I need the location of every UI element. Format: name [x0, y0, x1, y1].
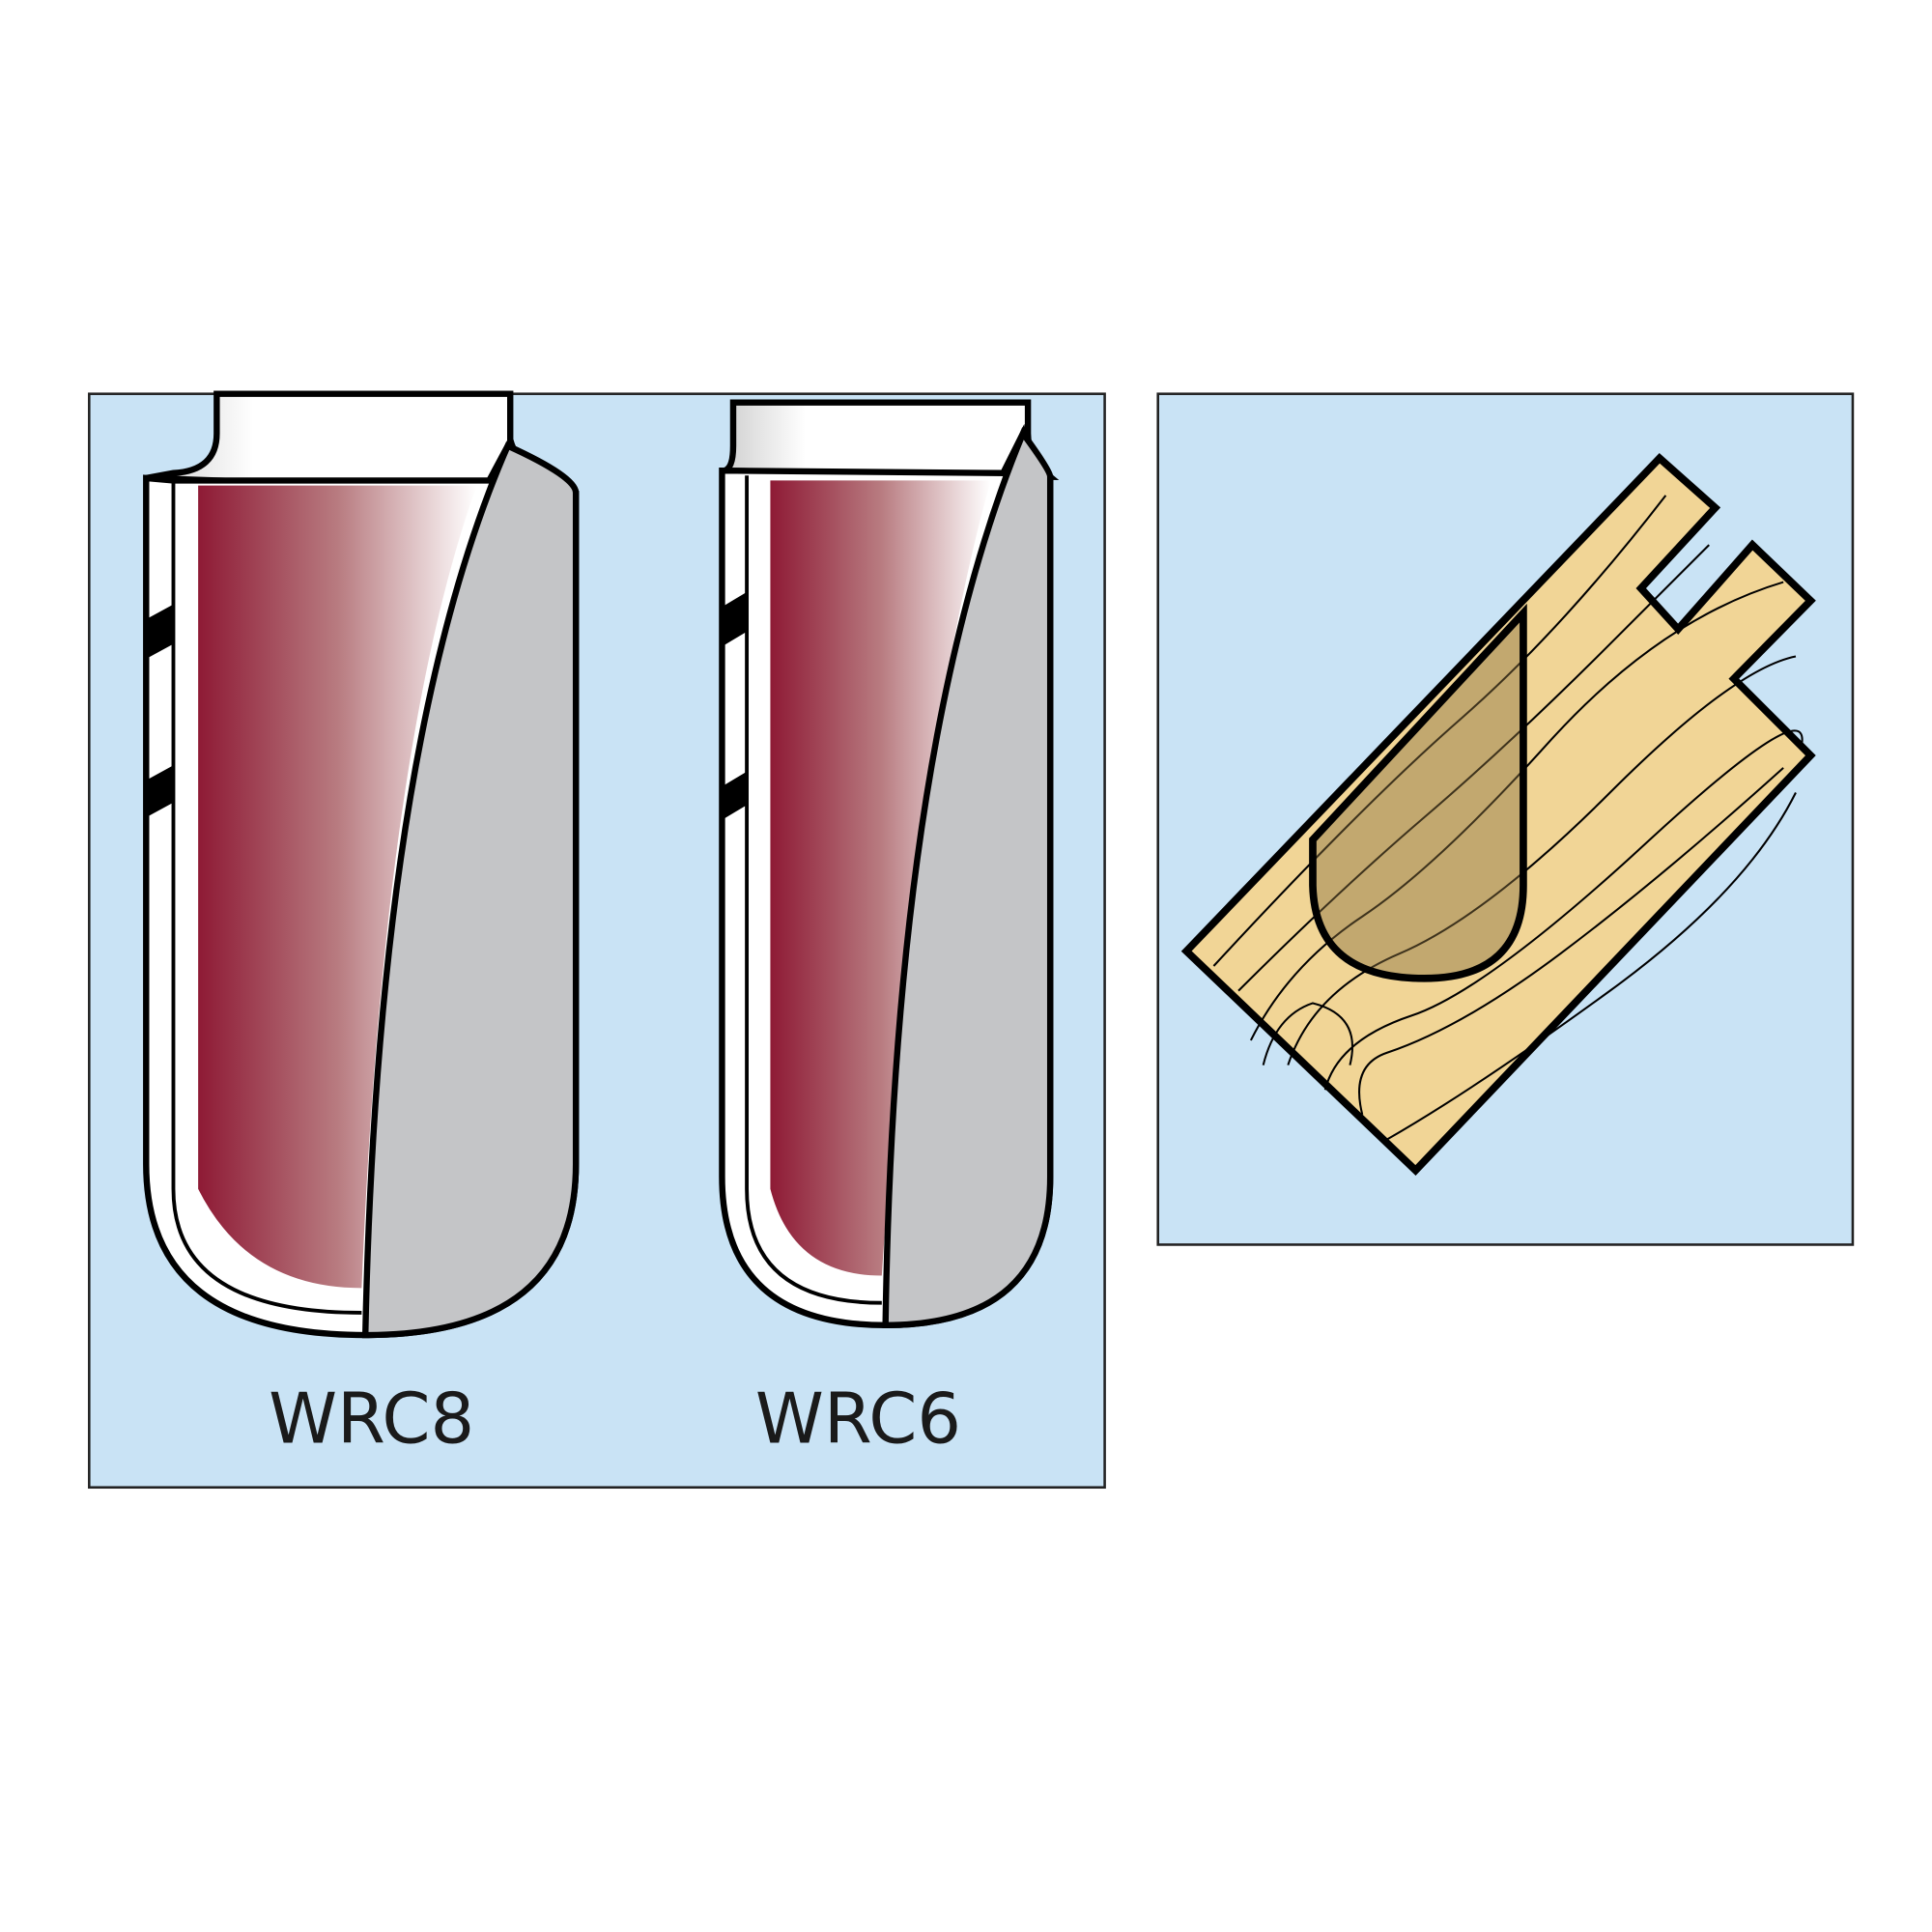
- inner-line: [171, 480, 362, 1315]
- inner-line: [745, 475, 882, 1305]
- shank: [723, 399, 1060, 480]
- cut-profile: [1309, 603, 1527, 982]
- carbide-cutter: [770, 480, 991, 1276]
- grey-flute: [361, 441, 580, 1339]
- bit-label-wrc6: WRC6: [755, 1378, 961, 1460]
- stripe: [722, 591, 748, 820]
- bit-label-wrc8: WRC8: [269, 1378, 474, 1460]
- bit-wrc6: WRC6: [719, 399, 1060, 1460]
- grey-flute: [882, 427, 1054, 1329]
- stripe: [146, 604, 174, 818]
- wood-grain: [1212, 495, 1804, 1141]
- wood-board: [1180, 453, 1816, 1176]
- wood-workpiece: [1180, 453, 1816, 1176]
- carbide-cutter: [198, 485, 477, 1289]
- bit-wrc8: WRC8: [143, 390, 580, 1460]
